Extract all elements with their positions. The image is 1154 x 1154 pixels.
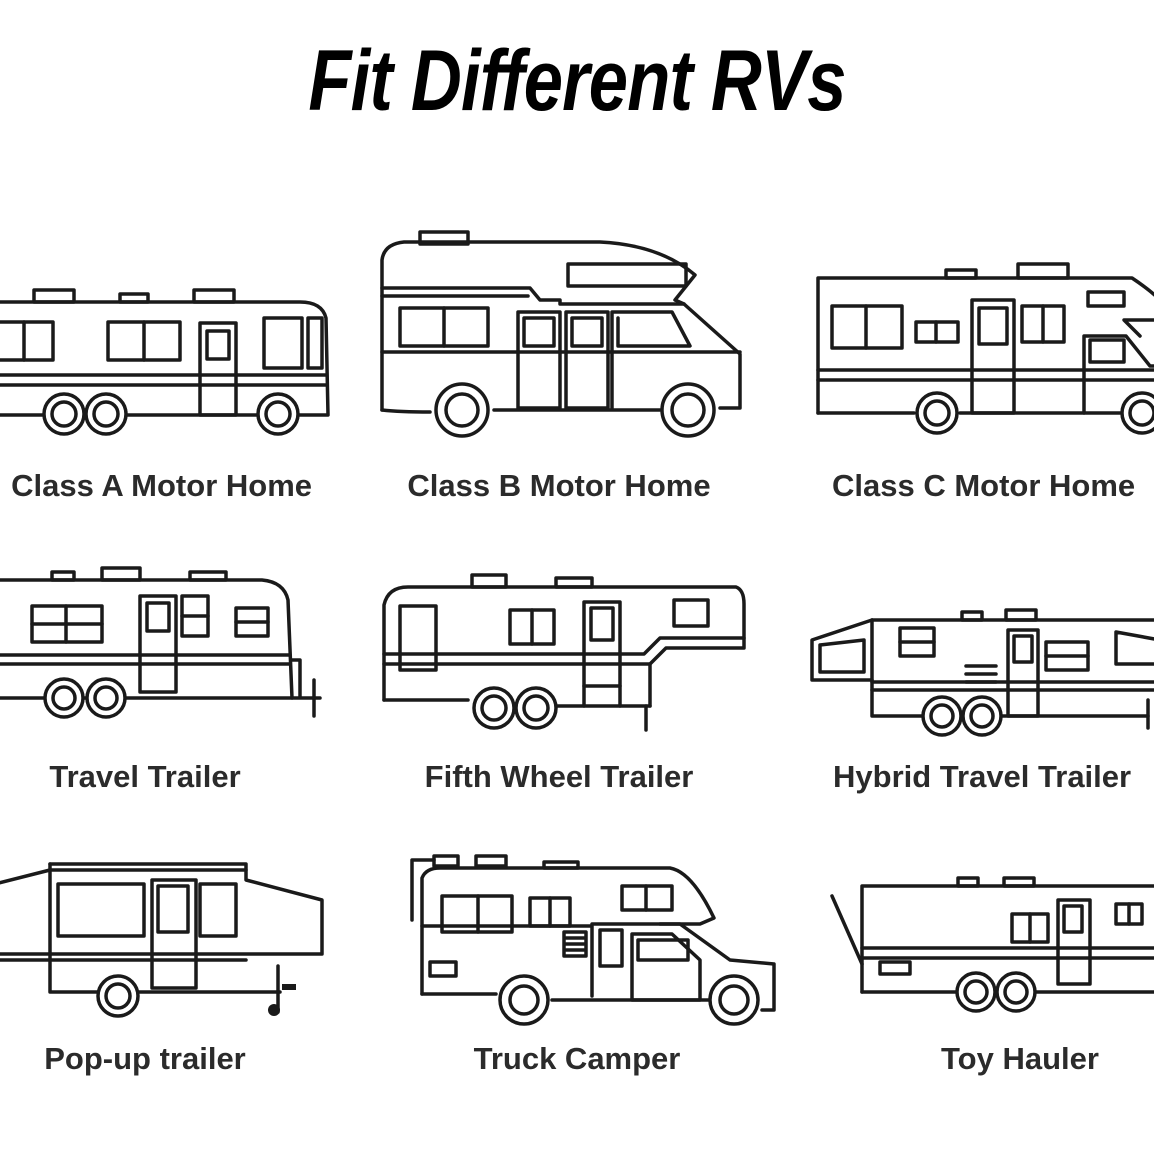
class-b-motorhome-icon xyxy=(380,230,742,438)
popup-trailer-icon xyxy=(0,862,324,1018)
label-class-a-motor-home: Class A Motor Home xyxy=(11,468,312,503)
fifth-wheel-trailer-icon xyxy=(382,573,746,732)
label-class-b-motor-home: Class B Motor Home xyxy=(407,468,711,503)
class-a-motorhome-icon xyxy=(0,288,330,436)
class-c-motorhome-icon xyxy=(816,262,1154,435)
label-truck-camper: Truck Camper xyxy=(473,1041,681,1076)
hybrid-travel-trailer-icon xyxy=(810,608,1154,737)
label-fifth-wheel-trailer: Fifth Wheel Trailer xyxy=(424,759,694,794)
toy-hauler-icon xyxy=(830,876,1154,1013)
label-travel-trailer: Travel Trailer xyxy=(49,759,241,794)
label-class-c-motor-home: Class C Motor Home xyxy=(832,468,1136,503)
travel-trailer-icon xyxy=(0,566,322,719)
label-popup-trailer: Pop-up trailer xyxy=(44,1041,246,1076)
page-title: Fit Different RVs xyxy=(308,33,846,129)
label-toy-hauler: Toy Hauler xyxy=(941,1041,1099,1076)
label-hybrid-travel-trailer: Hybrid Travel Trailer xyxy=(833,759,1132,794)
truck-camper-icon xyxy=(410,854,776,1026)
